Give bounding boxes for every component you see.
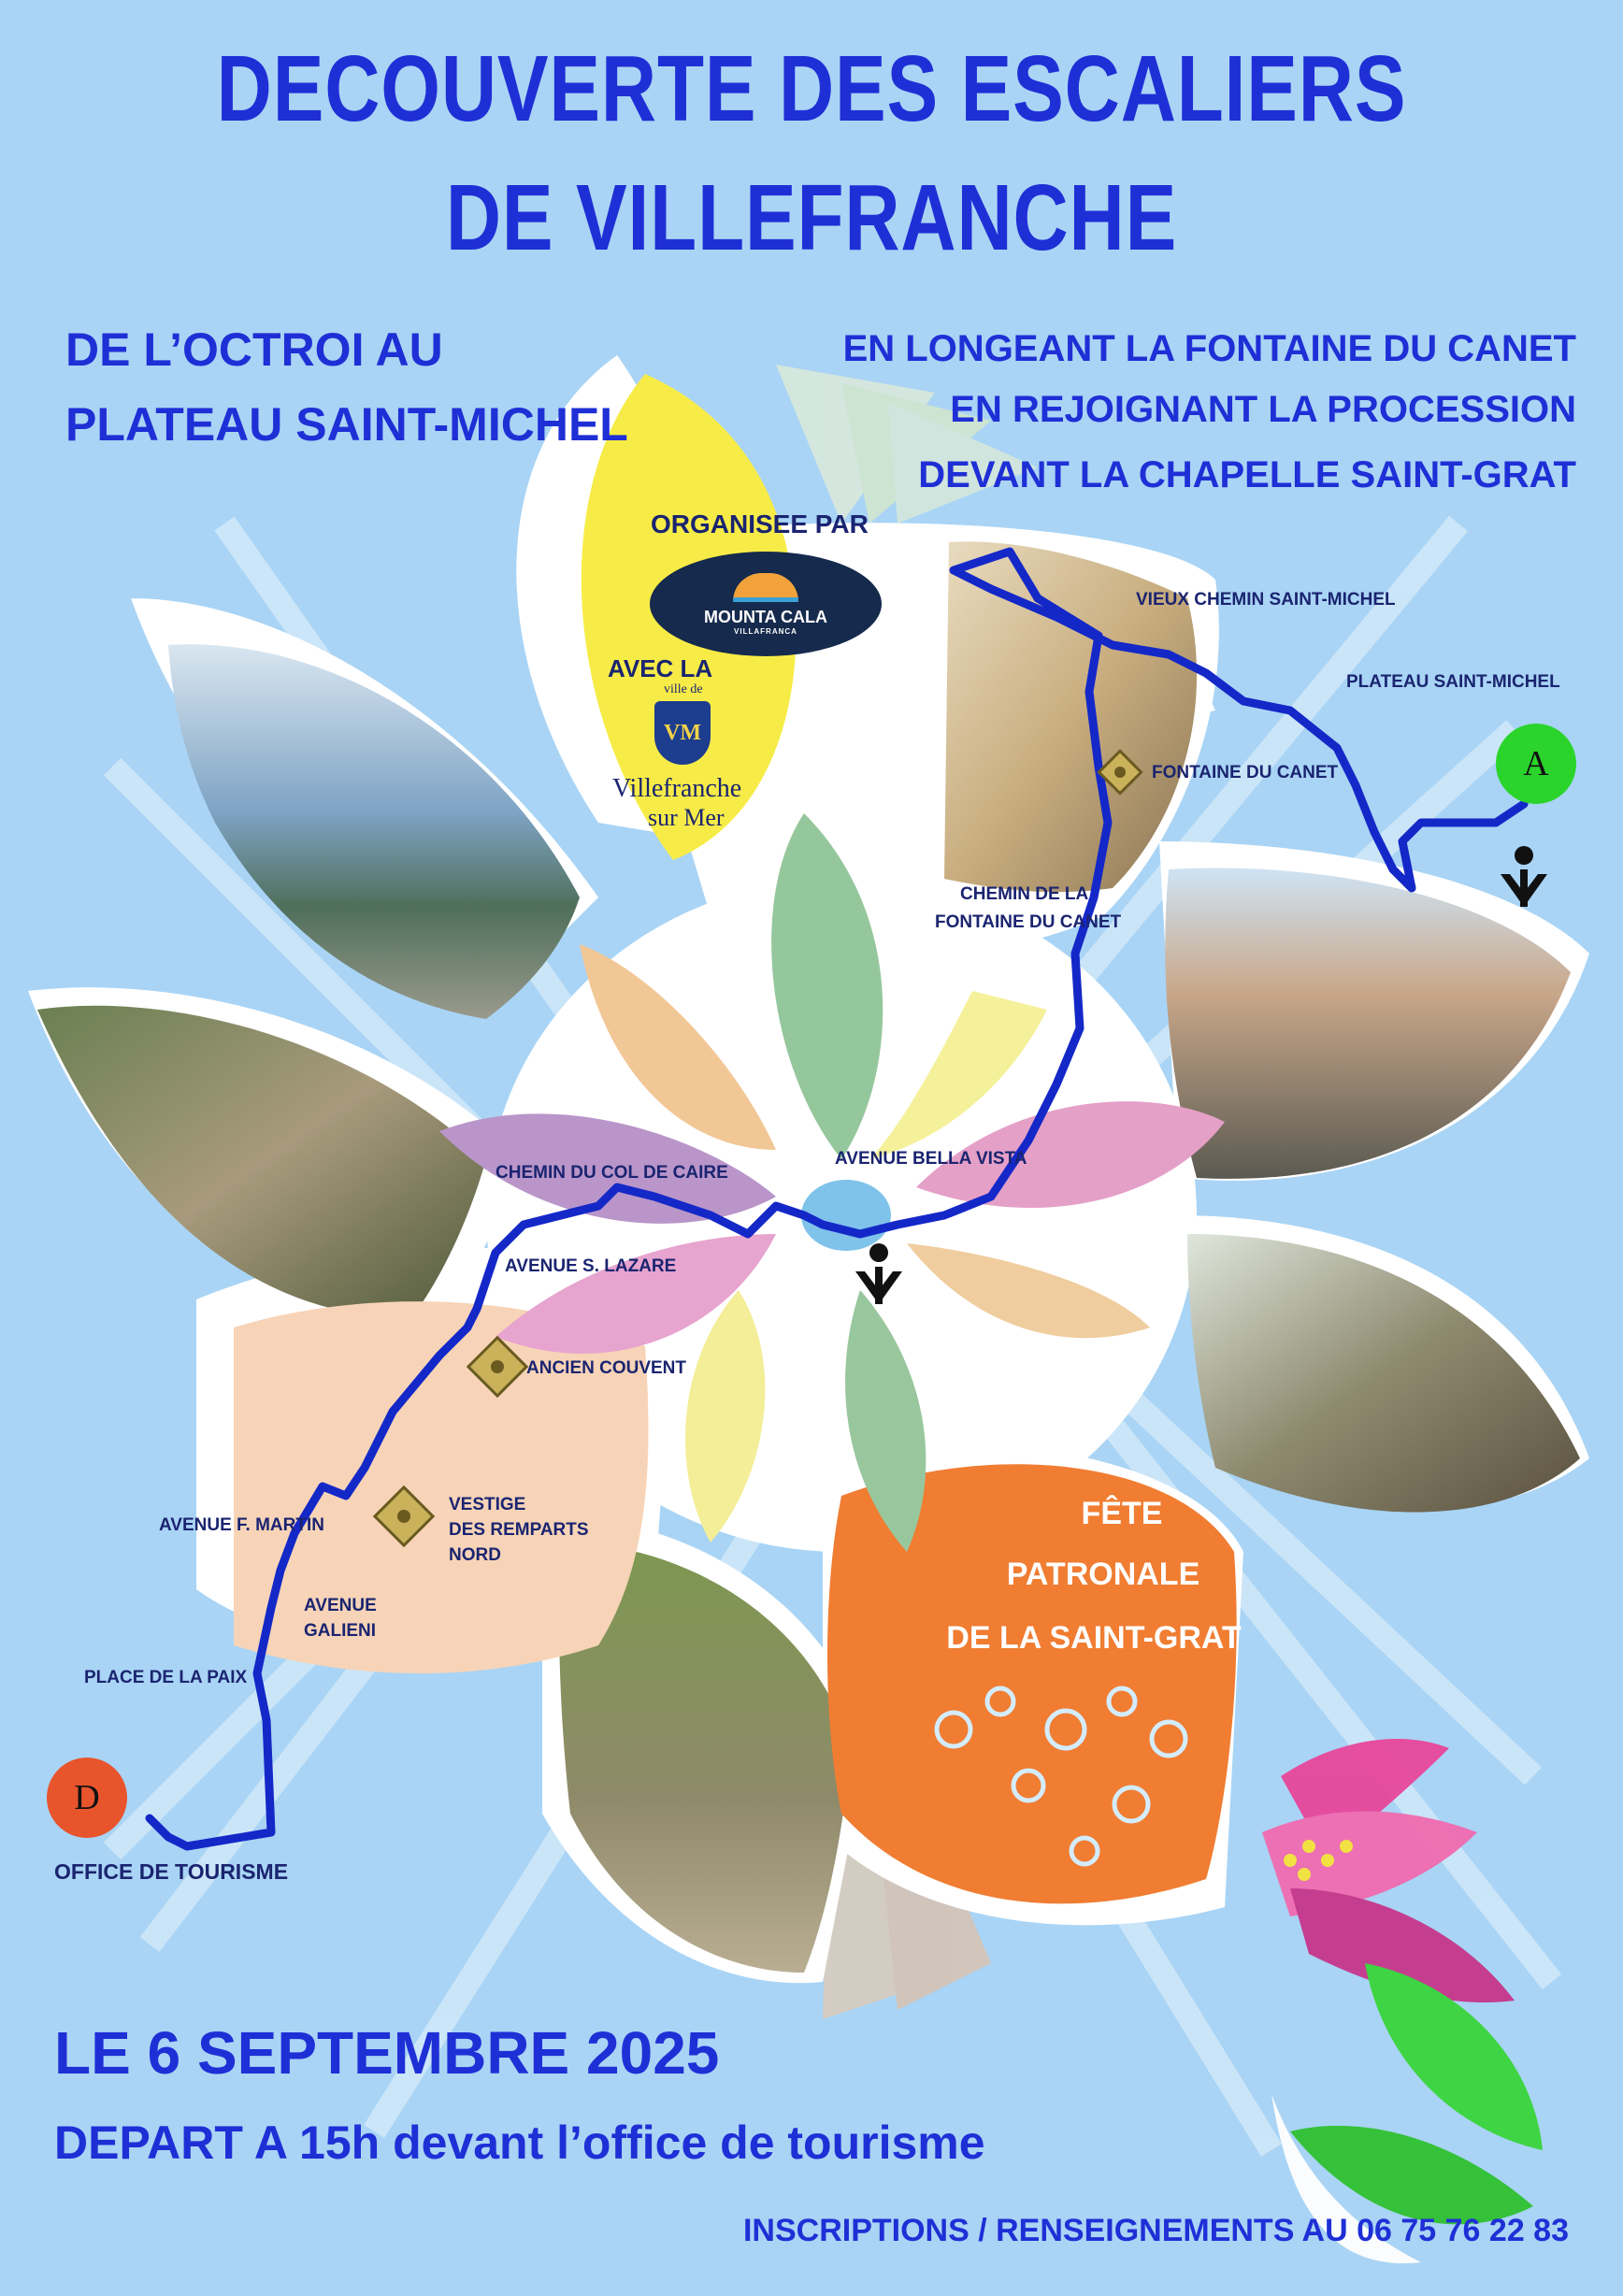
fete-line-1: FÊTE	[1081, 1496, 1163, 1531]
peach-district	[234, 1301, 649, 1673]
walking-route	[145, 547, 1529, 1851]
label-vestige-2: DES REMPARTS	[449, 1520, 589, 1540]
ville-de-label: ville de	[664, 682, 703, 696]
photo-stairs-path	[37, 1005, 486, 1318]
label-galieni-2: GALIENI	[304, 1621, 377, 1641]
with-label: AVEC LA	[608, 654, 713, 682]
label-fontaine: FONTAINE DU CANET	[1152, 763, 1339, 782]
photo-hikers	[1187, 1234, 1580, 1513]
logo-name: MOUNTA CALA	[704, 607, 827, 626]
label-bella-vista: AVENUE BELLA VISTA	[835, 1149, 1027, 1169]
label-place-paix: PLACE DE LA PAIX	[84, 1668, 248, 1687]
monument-marker-fontaine	[1097, 749, 1143, 796]
mounta-cala-logo: MOUNTA CALA VILLAFRANCA	[650, 552, 882, 656]
monument-marker-remparts	[372, 1485, 436, 1548]
label-galieni-1: AVENUE	[304, 1596, 377, 1615]
fete-line-2: PATRONALE	[1006, 1557, 1200, 1592]
label-f-martin: AVENUE F. MARTIN	[159, 1515, 324, 1535]
city-name-line-1: Villefranche	[612, 774, 742, 803]
procession-symbol-centre	[855, 1243, 902, 1304]
sun-waves-icon	[733, 572, 798, 602]
subtitle-left-line-2: PLATEAU SAINT-MICHEL	[65, 398, 628, 451]
monument-marker-couvent	[466, 1335, 529, 1399]
procession-symbol-plateau	[1501, 846, 1547, 907]
photo-sea-view	[168, 644, 580, 1019]
label-chemin-fontaine-2: FONTAINE DU CANET	[935, 912, 1122, 932]
label-vestige-3: NORD	[449, 1545, 501, 1565]
city-name-line-2: sur Mer	[648, 804, 725, 831]
logo-subtitle: VILLAFRANCA	[734, 626, 797, 636]
inner-petals	[439, 813, 1225, 1552]
end-badge: A	[1496, 724, 1576, 804]
title-line-1: DECOUVERTE DES ESCALIERS	[216, 36, 1407, 141]
start-badge: D	[47, 1758, 127, 1838]
photo-chapel	[944, 541, 1198, 893]
label-ancien-couvent: ANCIEN COUVENT	[526, 1358, 687, 1378]
label-col-de-caire: CHEMIN DU COL DE CAIRE	[496, 1163, 728, 1183]
title-line-2: DE VILLEFRANCHE	[445, 165, 1178, 270]
subtitle-left-line-1: DE L’OCTROI AU	[65, 323, 443, 376]
label-vieux-chemin: VIEUX CHEMIN SAINT-MICHEL	[1136, 590, 1396, 610]
label-office: OFFICE DE TOURISME	[54, 1859, 289, 1884]
crest-letters: VM	[664, 720, 701, 745]
villefranche-crest: VM	[654, 701, 711, 765]
label-vestige-1: VESTIGE	[449, 1495, 526, 1514]
departure-info: DEPART A 15h devant l’office de tourisme	[54, 2117, 985, 2169]
subtitle-right-line-1: EN LONGEANT LA FONTAINE DU CANET	[842, 328, 1576, 369]
contact-info: INSCRIPTIONS / RENSEIGNEMENTS AU 06 75 7…	[742, 2213, 1569, 2248]
photo-procession-street	[1165, 868, 1571, 1179]
fete-petal	[827, 1464, 1237, 1904]
label-plateau: PLATEAU SAINT-MICHEL	[1346, 672, 1560, 692]
label-chemin-fontaine-1: CHEMIN DE LA	[960, 884, 1089, 904]
organised-by-label: ORGANISEE PAR	[651, 509, 869, 538]
decorative-flower	[1262, 1739, 1543, 2264]
event-date: LE 6 SEPTEMBRE 2025	[54, 2019, 720, 2087]
subtitle-right-line-2: EN REJOIGNANT LA PROCESSION	[950, 389, 1576, 430]
fete-line-3: DE LA SAINT-GRAT	[946, 1620, 1242, 1656]
centre-pond	[801, 1180, 891, 1251]
label-s-lazare: AVENUE S. LAZARE	[505, 1256, 677, 1276]
subtitle-right-line-3: DEVANT LA CHAPELLE SAINT-GRAT	[918, 454, 1576, 495]
fete-flower-decoration	[934, 1686, 1188, 1867]
top-rays	[776, 365, 1038, 524]
photo-garden	[559, 1543, 851, 1973]
